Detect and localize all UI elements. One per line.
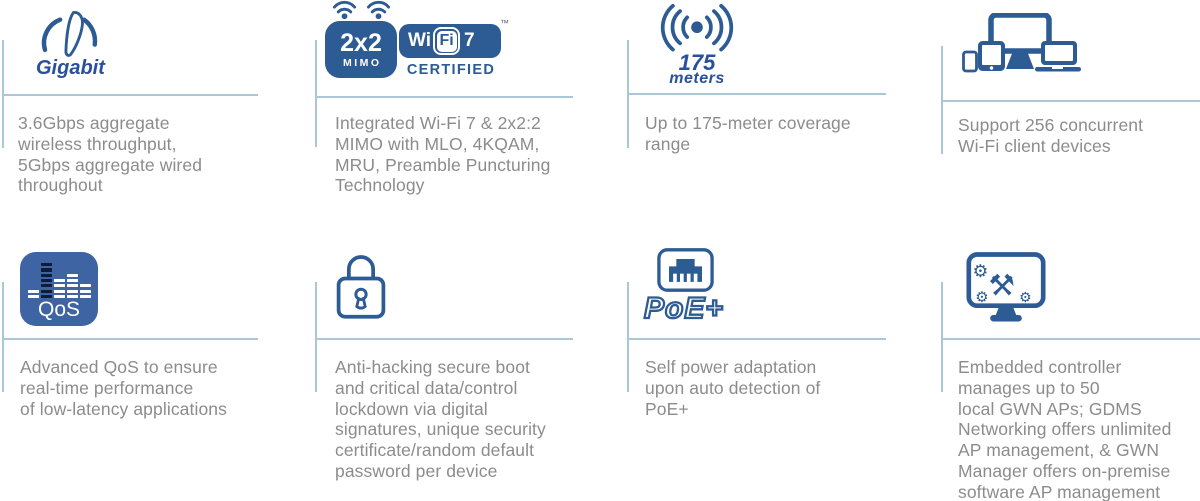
feature-management: ⚙ ⚒ ⚙ ⚙ Embedded controller manages up t… <box>941 240 1200 501</box>
accent-vline <box>2 282 4 392</box>
accent-divider <box>627 338 886 340</box>
wifi7-wi: Wi <box>408 30 432 51</box>
mimo-badge-mimo: MIMO <box>342 56 382 69</box>
wifi-antennas <box>332 0 391 20</box>
crossed-tools-icon: ⚒ <box>988 268 1015 303</box>
gigabit-label: Gigabit <box>36 57 105 79</box>
feature-poe: PoE+ Self power adaptation upon auto det… <box>627 240 900 501</box>
trademark-symbol: ™ <box>500 18 509 28</box>
gear-icon: ⚙ <box>1019 290 1031 306</box>
wifi7-certified-badge: Wi Fi 7 ™ CERTIFIED <box>399 18 509 78</box>
feature-clients: Support 256 concurrent Wi-Fi client devi… <box>941 0 1200 240</box>
feature-description: 3.6Gbps aggregate wireless throughput, 5… <box>18 113 203 196</box>
padlock-icon <box>336 255 386 319</box>
feature-qos: QoS Advanced QoS to ensure real-time per… <box>0 240 300 501</box>
mimo-badge-2x2: 2x2 <box>340 28 382 57</box>
accent-divider <box>941 338 1200 340</box>
feature-description: Integrated Wi-Fi 7 & 2x2:2 MIMO with MLO… <box>335 113 551 196</box>
accent-divider <box>627 93 886 95</box>
wifi-signal-icon <box>332 0 356 20</box>
feature-wifi7: 2x2 MIMO Wi Fi 7 ™ CERTIFIED Integrated … <box>315 0 600 240</box>
wifi-signal-icon <box>366 0 390 20</box>
accent-divider <box>315 96 573 98</box>
mimo-badge: 2x2 MIMO <box>325 0 397 78</box>
accent-divider <box>941 100 1200 102</box>
accent-divider <box>2 338 258 340</box>
wifi7-seven: 7 <box>464 30 475 51</box>
feature-description: Up to 175-meter coverage range <box>645 113 851 154</box>
qos-label: QoS <box>37 298 81 321</box>
accent-divider <box>2 94 258 96</box>
speedometer-icon <box>41 11 98 57</box>
accent-vline <box>315 40 317 147</box>
feature-security: Anti-hacking secure boot and critical da… <box>315 240 600 501</box>
accent-divider <box>315 338 573 340</box>
gear-icon: ⚙ <box>973 262 989 282</box>
wifi7-certified-text: CERTIFIED <box>406 62 496 78</box>
feature-description: Embedded controller manages up to 50 loc… <box>958 357 1172 501</box>
feature-gigabit: Gigabit 3.6Gbps aggregate wireless throu… <box>0 0 300 240</box>
feature-description: Anti-hacking secure boot and critical da… <box>335 357 546 481</box>
wifi7-fi: Fi <box>436 30 457 52</box>
poe-label: PoE+ <box>643 291 724 326</box>
coverage-unit-label: meters <box>669 70 725 87</box>
accent-vline <box>627 282 629 392</box>
accent-vline <box>941 282 943 392</box>
coverage-value-label: 175 <box>678 50 716 75</box>
controller-monitor-icon: ⚙ ⚒ ⚙ ⚙ <box>966 252 1046 322</box>
accent-vline <box>315 282 317 392</box>
feature-description: Advanced QoS to ensure real-time perform… <box>20 357 227 419</box>
ethernet-port-icon <box>657 248 714 292</box>
feature-description: Support 256 concurrent Wi-Fi client devi… <box>958 115 1144 156</box>
gear-icon: ⚙ <box>975 288 988 306</box>
client-devices-icon <box>962 13 1081 73</box>
feature-coverage: 175 meters Up to 175-meter coverage rang… <box>627 0 900 240</box>
wireless-coverage-icon <box>660 4 734 52</box>
feature-description: Self power adaptation upon auto detectio… <box>645 357 821 419</box>
qos-equalizer-icon: QoS <box>20 252 98 326</box>
